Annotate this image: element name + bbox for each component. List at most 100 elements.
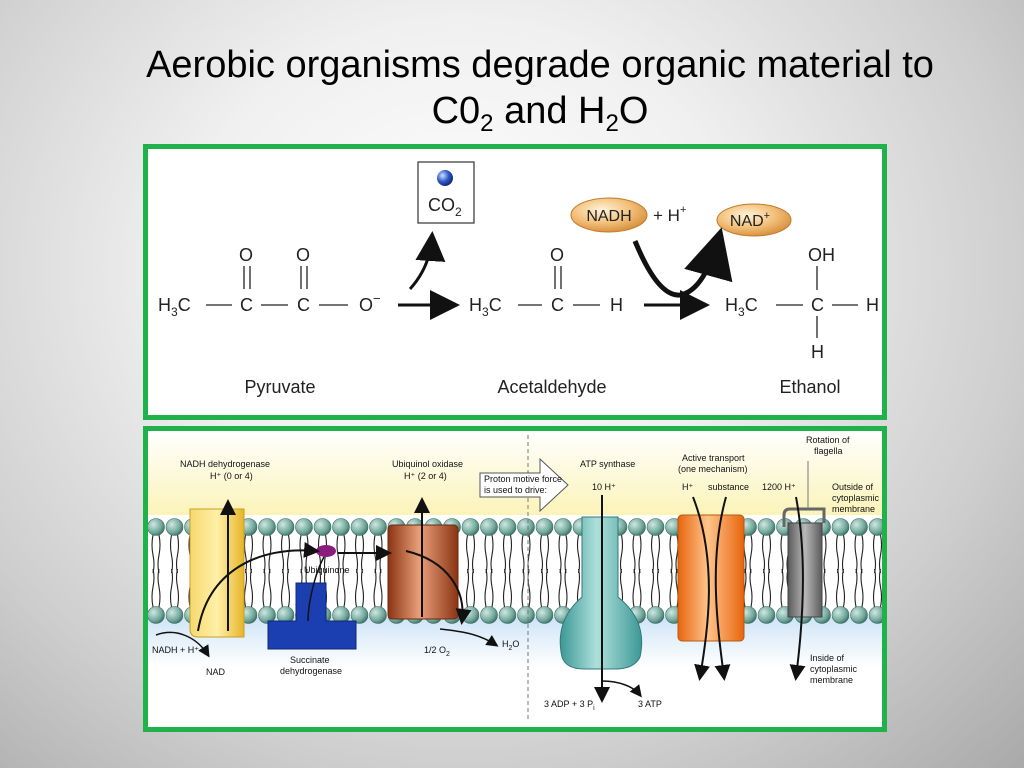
- label-rotation-1: Rotation of: [806, 435, 850, 445]
- lipid-tail: [638, 568, 642, 608]
- lipid-tail: [360, 568, 365, 608]
- fermentation-panel: CO2 NADH + H+ NAD+ H3C C C O− O: [143, 144, 887, 420]
- label-pmf-line1: Proton motive force: [484, 474, 562, 484]
- label-h-2-or-4: H⁺ (2 or 4): [404, 471, 447, 481]
- ethanol-name: Ethanol: [779, 377, 840, 397]
- pyruvate-c1: C: [240, 295, 253, 315]
- ethanol-structure: H3C C H OH H Ethanol: [725, 245, 879, 397]
- lipid-tail: [169, 568, 174, 608]
- lipid-tail: [527, 568, 531, 608]
- title-line-1: Aerobic organisms degrade organic materi…: [146, 44, 934, 86]
- slide-title: Aerobic organisms degrade organic materi…: [110, 42, 970, 136]
- lipid-head: [258, 606, 276, 624]
- lipid-tail: [490, 568, 494, 608]
- lipid-tail: [558, 534, 562, 574]
- pyruvate-structure: H3C C C O− O O Pyruvate: [158, 245, 381, 397]
- label-substance: substance: [708, 482, 749, 492]
- lipid-tail: [286, 568, 291, 608]
- lipid-head: [165, 518, 184, 536]
- lipid-tail: [564, 568, 568, 608]
- co2-molecule-icon: [437, 170, 453, 186]
- title-and-h: and H: [493, 90, 606, 132]
- lipid-tail: [502, 568, 507, 608]
- pyruvate-o2: O: [296, 245, 310, 265]
- lipid-tail: [243, 534, 248, 574]
- lipid-head: [831, 606, 850, 624]
- lipid-tail: [539, 568, 544, 608]
- acetaldehyde-h: H: [610, 295, 623, 315]
- succinate-electron-arrow: [307, 556, 325, 622]
- lipid-tail: [471, 534, 476, 574]
- lipid-tail: [175, 534, 180, 574]
- ubiquinone-icon: [316, 545, 336, 557]
- acetaldehyde-c: C: [551, 295, 564, 315]
- lipid-head: [554, 518, 572, 536]
- lipid-tail: [268, 568, 272, 608]
- label-outside-3: membrane: [832, 504, 875, 514]
- transport-substance-arrow: [714, 496, 731, 681]
- lipid-tail: [638, 534, 642, 574]
- lipid-tail: [262, 568, 266, 608]
- lipid-head: [757, 606, 776, 624]
- label-succinate-1: Succinate: [290, 655, 330, 665]
- nad-pill: NAD+: [716, 203, 792, 237]
- lipid-tail: [502, 534, 507, 574]
- active-transport-protein: [677, 514, 745, 642]
- lipid-tail: [151, 568, 155, 608]
- lipid-tail: [521, 568, 525, 608]
- ethanol-c: C: [811, 295, 824, 315]
- lipid-tail: [471, 568, 476, 608]
- lipid-tail: [490, 534, 494, 574]
- label-ubiquinone: Ubiquinone: [304, 565, 350, 575]
- lipid-tail: [354, 568, 359, 608]
- lipid-tail: [465, 534, 470, 574]
- lipid-tail: [521, 534, 525, 574]
- nadh-oxidation-arrow: [632, 227, 733, 298]
- lipid-tail: [650, 534, 655, 574]
- lipid-tail: [835, 534, 840, 574]
- pyruvate-o1: O: [239, 245, 253, 265]
- lipid-tail: [484, 568, 488, 608]
- ethanol-h-right: H: [866, 295, 879, 315]
- lipid-tail: [564, 534, 568, 574]
- lipid-head: [276, 518, 295, 536]
- ethanol-h3c: H3C: [725, 295, 758, 319]
- lipid-tail: [539, 534, 544, 574]
- lipid-head: [350, 606, 369, 624]
- lipid-head: [165, 606, 184, 624]
- lipid-tail: [243, 568, 248, 608]
- lipid-tail: [299, 534, 303, 574]
- label-active-transport-1: Active transport: [682, 453, 745, 463]
- title-co-text: C0: [431, 90, 481, 132]
- lipid-head: [480, 518, 498, 536]
- flagellar-hook: [782, 507, 826, 527]
- lipid-tail: [656, 534, 661, 574]
- pyruvate-h3c: H3C: [158, 295, 191, 319]
- lipid-tail: [545, 568, 550, 608]
- lipid-tail: [632, 568, 636, 608]
- lipid-tail: [650, 568, 655, 608]
- label-succinate-2: dehydrogenase: [280, 666, 342, 676]
- electron-flow-arrow-3: [405, 550, 472, 625]
- lipid-tail: [872, 568, 877, 608]
- lipid-tail: [656, 568, 661, 608]
- lipid-tail: [860, 534, 864, 574]
- flagellar-motor: [787, 522, 823, 618]
- label-1200-h: 1200 H⁺: [762, 482, 796, 492]
- title-o: O: [618, 90, 649, 132]
- label-h2o: H2O: [502, 639, 519, 652]
- lipid-head: [332, 518, 350, 536]
- lipid-tail: [841, 534, 846, 574]
- acetaldehyde-h3c: H3C: [469, 295, 502, 319]
- lipid-head: [295, 518, 313, 536]
- lipid-tail: [336, 534, 340, 574]
- lipid-head: [350, 518, 369, 536]
- lipid-head: [480, 606, 498, 624]
- label-rotation-2: flagella: [814, 446, 843, 456]
- lipid-head: [646, 518, 665, 536]
- water-formation-arrow: [439, 628, 499, 647]
- lipid-tail: [872, 534, 877, 574]
- co2-release-arrow: [408, 231, 446, 291]
- nadh-pill: NADH: [570, 197, 648, 233]
- lipid-tail: [823, 568, 827, 608]
